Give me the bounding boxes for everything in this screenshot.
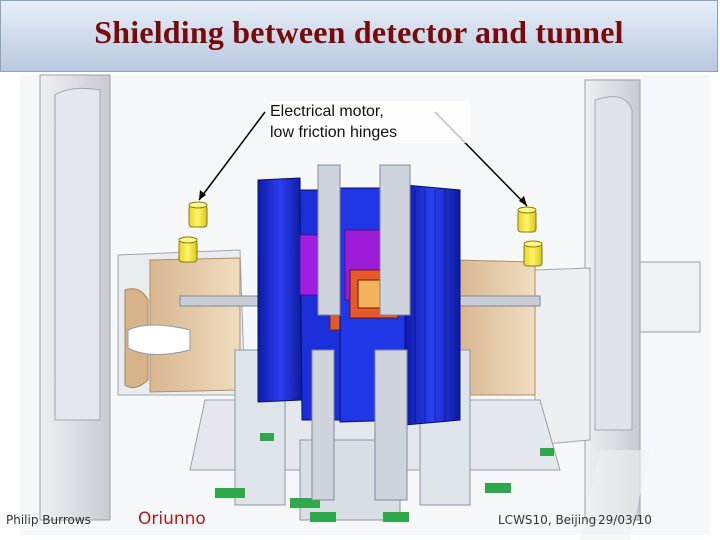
- callout-line-1: Electrical motor,: [270, 103, 384, 120]
- footer-credit: Oriunno: [138, 509, 206, 529]
- motor-callout-label: Electrical motor, low friction hinges: [270, 101, 470, 143]
- callout-line-2: low friction hinges: [270, 124, 398, 141]
- footer-author: Philip Burrows: [6, 513, 91, 527]
- slide-title: Shielding between detector and tunnel: [94, 14, 624, 50]
- detector-illustration: [20, 74, 710, 540]
- footer-date: 29/03/10: [598, 513, 652, 527]
- footer-conference: LCWS10, Beijing: [498, 513, 597, 527]
- title-bar: [0, 0, 718, 72]
